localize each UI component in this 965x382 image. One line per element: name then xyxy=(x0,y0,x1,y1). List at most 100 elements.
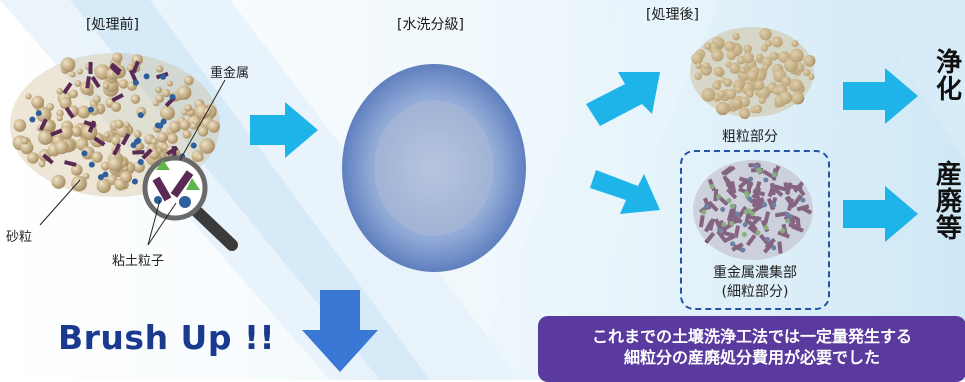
label-before: [処理前] xyxy=(86,17,139,33)
sand-particle xyxy=(71,175,87,192)
concentrate-rod xyxy=(762,169,775,180)
sand-particle xyxy=(21,137,29,145)
sand-particle xyxy=(56,87,63,95)
label-clay: 粘土粒子 xyxy=(112,254,165,269)
sand-particle xyxy=(131,54,143,66)
concentrate-dot xyxy=(763,177,769,183)
sand-particle xyxy=(31,95,45,109)
concentrate-dot xyxy=(729,203,735,209)
concentrate-dot xyxy=(764,236,770,242)
concentrate-dot xyxy=(753,163,759,169)
sand-particle xyxy=(70,164,83,176)
coarse-particle xyxy=(711,49,724,62)
concentrate-dot xyxy=(742,222,748,228)
clay-particle xyxy=(112,143,122,156)
coarse-particle xyxy=(695,62,702,70)
concentrate-dot xyxy=(771,245,777,251)
coarse-particle xyxy=(808,73,815,81)
concentrate-dot xyxy=(763,225,769,231)
coarse-particle xyxy=(762,64,769,71)
concentrate-dot xyxy=(771,202,777,208)
concentrate-rod xyxy=(708,218,716,231)
concentrate-dot xyxy=(746,208,752,214)
sand-particle xyxy=(96,178,112,194)
coarse-particle xyxy=(754,80,765,91)
metal-particle xyxy=(97,174,104,181)
sand-particle xyxy=(155,94,165,103)
sand-particle xyxy=(207,120,221,133)
sand-particle xyxy=(74,79,82,87)
sand-particle xyxy=(123,121,131,129)
sand-particle xyxy=(76,68,84,75)
coarse-particle xyxy=(715,101,730,116)
wash-ellipse xyxy=(342,64,526,272)
concentrate-dot xyxy=(709,184,715,190)
concentrate-dot xyxy=(717,227,723,233)
concentrate-rod xyxy=(730,181,737,194)
coarse-particle xyxy=(739,107,751,119)
concentrate-dot xyxy=(741,232,747,238)
concentrate-dot xyxy=(800,197,806,203)
sand-particle xyxy=(77,105,91,119)
clay-particle xyxy=(110,62,122,74)
concentrate-rod xyxy=(777,241,783,254)
sand-particle xyxy=(54,140,69,155)
coarse-particle xyxy=(729,62,741,74)
concentrate-rod xyxy=(753,188,761,201)
clay-particle xyxy=(120,133,131,146)
label-concentrate-line1: 重金属濃集部 xyxy=(713,265,797,281)
coarse-cluster xyxy=(690,27,814,117)
coarse-particle xyxy=(747,70,759,82)
concentrate-rod xyxy=(704,231,716,244)
arrows-layer xyxy=(250,68,918,242)
concentrate-dot xyxy=(785,218,791,224)
sand-particle xyxy=(20,141,34,155)
clay-particle xyxy=(64,106,75,119)
concentrate-rod xyxy=(769,182,776,196)
coarse-particle xyxy=(758,96,766,105)
metal-particle xyxy=(157,122,164,129)
coarse-particle xyxy=(781,76,792,87)
metal-particle xyxy=(143,73,150,80)
metal-particle xyxy=(160,73,167,80)
concentrate-rod xyxy=(744,212,751,225)
concentrate-dot xyxy=(744,190,750,196)
concentrate-dot xyxy=(784,212,790,218)
sand-particle xyxy=(37,130,53,145)
clay-particle xyxy=(38,118,48,131)
down-arrow xyxy=(302,290,378,372)
concentrate-rod xyxy=(707,200,719,213)
metal-particle xyxy=(169,93,176,100)
sand-particle xyxy=(68,89,78,99)
sand-particle xyxy=(118,79,129,89)
concentrate-rod xyxy=(731,206,736,219)
sand-particle xyxy=(167,133,178,144)
sand-particle xyxy=(59,96,72,110)
concentrate-rod xyxy=(795,184,806,197)
sand-particle xyxy=(130,94,141,104)
clay-particle xyxy=(50,128,63,137)
coarse-particle xyxy=(769,51,779,61)
concentrate-rod xyxy=(773,184,787,192)
concentrate-dot xyxy=(749,211,755,217)
metal-particle xyxy=(102,171,109,178)
sand-particle xyxy=(92,95,101,104)
sand-particle xyxy=(25,93,32,100)
metal-particle xyxy=(88,106,95,113)
coarse-particle xyxy=(702,62,711,70)
sand-particle xyxy=(56,109,64,118)
concentrate-dot xyxy=(757,168,763,174)
coarse-particle xyxy=(701,87,716,102)
concentrate-rod xyxy=(733,225,741,238)
concentrate-cluster xyxy=(693,160,813,260)
coarse-particle xyxy=(756,53,764,61)
coarse-particle xyxy=(743,44,753,54)
concentrate-dot xyxy=(701,209,707,215)
concentrate-rod xyxy=(759,233,770,246)
sand-particle xyxy=(198,126,209,137)
concentrate-dot xyxy=(780,228,786,234)
sand-particle xyxy=(56,115,63,122)
clay-particle xyxy=(132,150,145,155)
coarse-particle xyxy=(803,54,816,67)
